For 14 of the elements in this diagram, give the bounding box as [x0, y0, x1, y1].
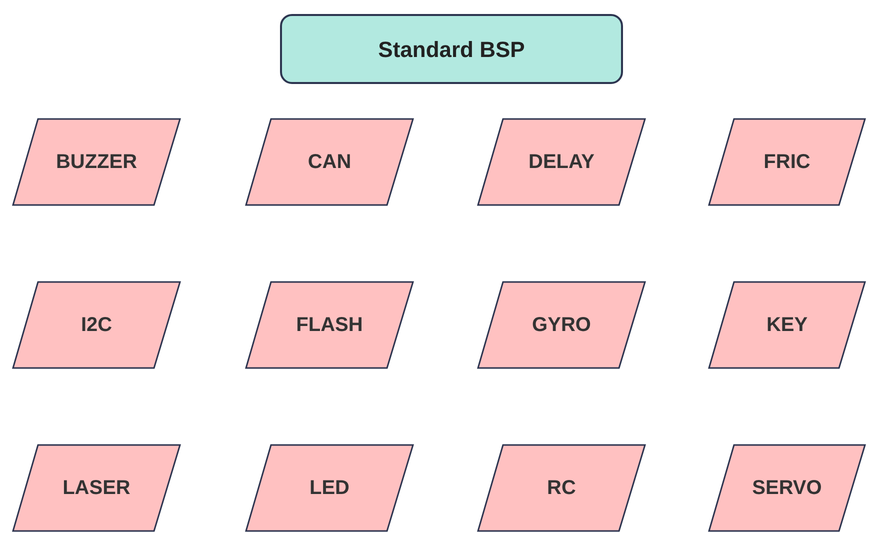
title-text: Standard BSP: [378, 36, 525, 64]
box-label: CAN: [308, 150, 352, 175]
box-label: LASER: [62, 476, 130, 501]
box-label: DELAY: [528, 150, 594, 175]
box-label: GYRO: [532, 313, 591, 338]
box-label: I2C: [80, 313, 112, 338]
box-label: FRIC: [764, 150, 810, 175]
box-label: RC: [547, 476, 576, 501]
box-label: FLASH: [296, 313, 363, 338]
box-label: SERVO: [752, 476, 822, 501]
box-label: BUZZER: [56, 150, 138, 175]
box-label: KEY: [766, 313, 808, 338]
box-label: LED: [310, 476, 350, 501]
title-box: [280, 14, 623, 84]
